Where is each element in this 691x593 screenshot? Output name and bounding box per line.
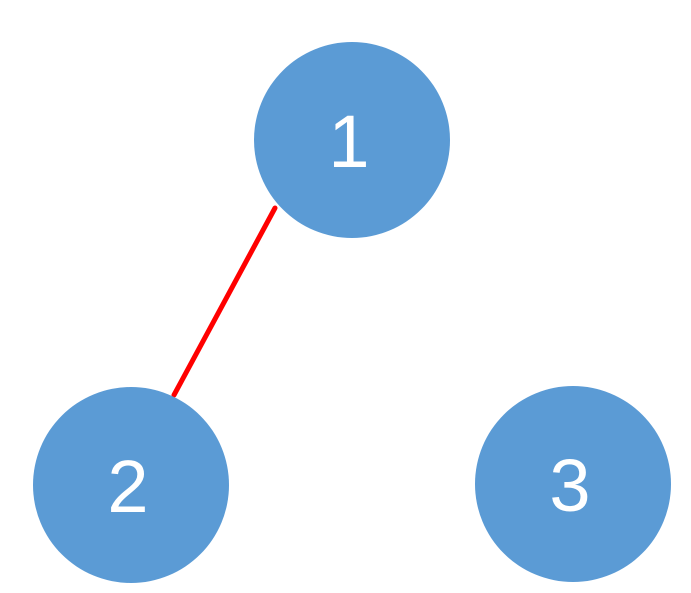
node-2-circle[interactable] xyxy=(33,387,229,583)
node-3-circle[interactable] xyxy=(475,386,671,582)
node-1[interactable]: 1 xyxy=(254,42,450,238)
node-3[interactable]: 3 xyxy=(475,386,671,582)
node-2-label: 2 xyxy=(107,445,148,528)
edge-node1-node2[interactable] xyxy=(171,205,278,398)
node-2[interactable]: 2 xyxy=(33,387,229,583)
node-1-label: 1 xyxy=(328,100,369,183)
node-3-label: 3 xyxy=(549,444,590,527)
node-1-circle[interactable] xyxy=(254,42,450,238)
